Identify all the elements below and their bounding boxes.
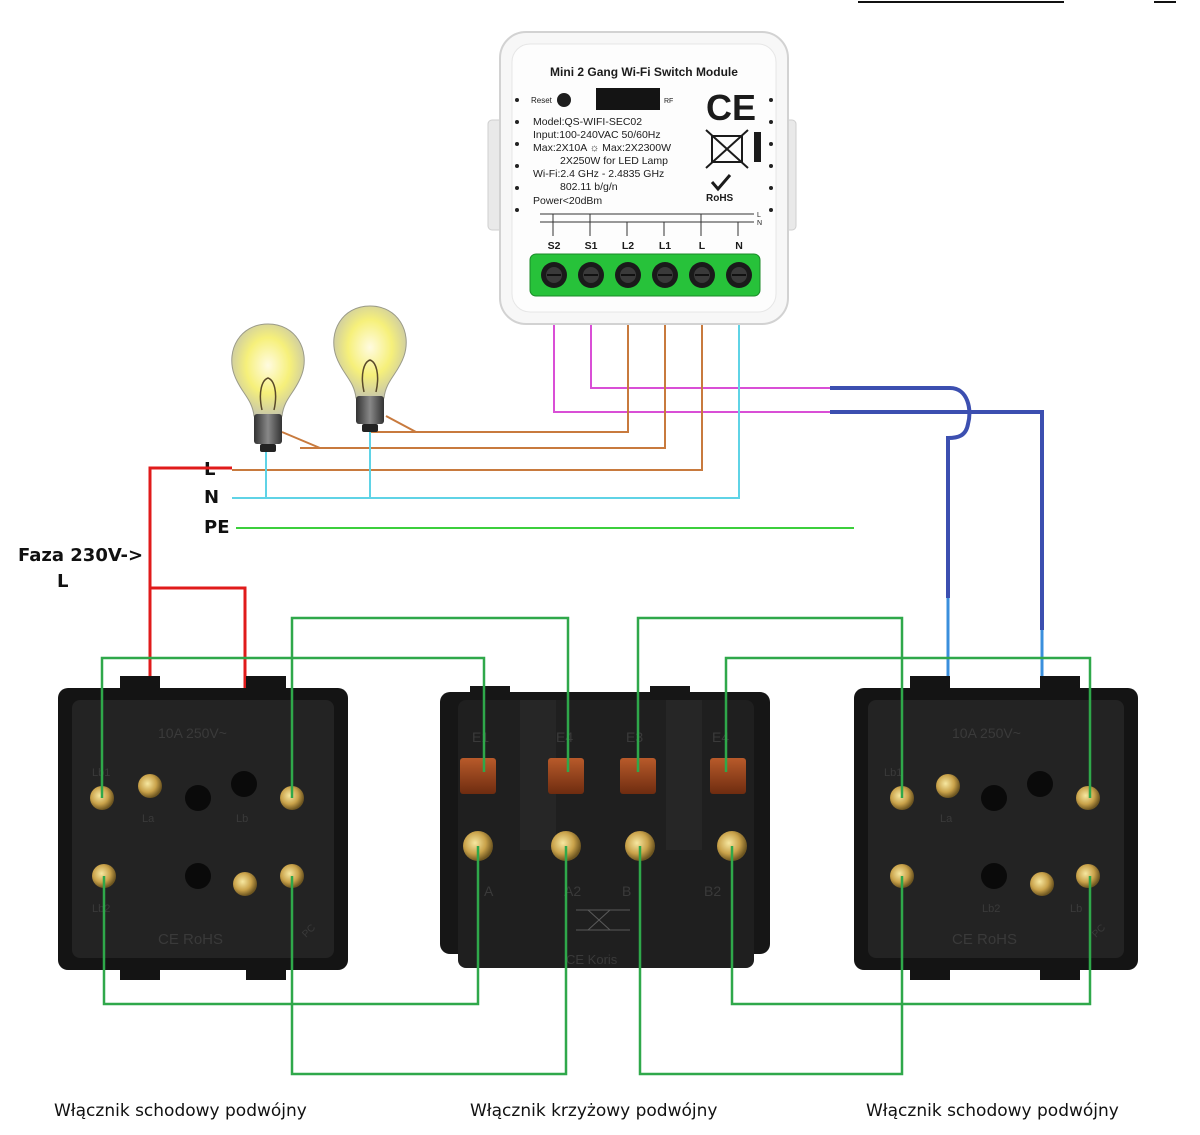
weee-bin-icon: [705, 129, 749, 169]
spec-line: Wi-Fi:2.4 GHz - 2.4835 GHz: [533, 168, 664, 180]
bottom-label: B: [622, 883, 631, 899]
staircase-switch-right: 10A 250V~ Lb1 La Lb2 Lb CE RoHS PC: [854, 676, 1138, 980]
schematic-icon: [576, 909, 630, 931]
wire-bulb2-load: [385, 415, 417, 433]
staircase-switch-left: 10A 250V~ Lb1 La Lb2 Lb CE RoHS PC: [58, 676, 348, 980]
clamp[interactable]: [460, 758, 496, 794]
terminal-label-s1: S1: [585, 240, 598, 252]
terminal-screw[interactable]: [541, 262, 567, 288]
top-label: E1: [472, 729, 489, 745]
module-dots: [515, 98, 773, 212]
rohs-check-icon: [710, 174, 732, 192]
spec-line: Power<20dBm: [533, 195, 602, 207]
hole: [981, 863, 1007, 889]
terminal-label: Lb2: [982, 903, 1000, 915]
terminal-labels: S2 S1 L2 L1 L N: [548, 240, 743, 252]
switch-footer: CE RoHS: [952, 931, 1017, 948]
screw-terminal[interactable]: [138, 774, 162, 798]
terminal-label: Lb1: [884, 767, 902, 779]
module-wires: [232, 325, 830, 499]
rf-label: RF: [664, 98, 673, 105]
clamp[interactable]: [710, 758, 746, 794]
spec-line: Model:QS-WIFI-SEC02: [533, 116, 642, 128]
terminal-label-n: N: [735, 240, 743, 252]
top-label: E4: [556, 729, 573, 745]
light-bulb-2: [333, 305, 407, 432]
spec-line: Max:2X10A ☼ Max:2X2300W: [533, 142, 671, 154]
hole: [185, 785, 211, 811]
terminal-screw[interactable]: [726, 262, 752, 288]
rohs-label: RoHS: [706, 193, 734, 204]
screw-terminal[interactable]: [1030, 872, 1054, 896]
caption-right-switch: Włącznik schodowy podwójny: [866, 1101, 1119, 1121]
wire-s1: [590, 325, 830, 389]
reset-button[interactable]: [557, 93, 571, 107]
module-internal-bus: [540, 213, 754, 236]
bus-label-pe: PE: [204, 517, 230, 538]
top-label: E3: [626, 729, 643, 745]
terminal-label: Lb: [1070, 903, 1082, 915]
rf-window: [596, 88, 660, 110]
terminal-label-l1: L1: [659, 240, 671, 252]
bus-label-n: N: [204, 487, 219, 508]
wire-bulb1-load: [281, 431, 321, 449]
ce-mark: CE: [706, 87, 756, 128]
wire-l: [232, 325, 703, 471]
terminal-label: La: [940, 813, 953, 825]
switch-rating: 10A 250V~: [952, 725, 1021, 741]
hole: [981, 785, 1007, 811]
terminal-label-s2: S2: [548, 240, 561, 252]
hole: [1027, 771, 1053, 797]
terminal-label-l: L: [699, 240, 706, 252]
phase-label-line2: L: [57, 571, 68, 592]
switch-footer: CE RoHS: [158, 931, 223, 948]
wire-l2: [370, 325, 629, 433]
screw-terminal[interactable]: [233, 872, 257, 896]
light-bulb-1: [231, 323, 305, 452]
terminal-label: Lb2: [92, 903, 110, 915]
caption-center-switch: Włącznik krzyżowy podwójny: [470, 1101, 717, 1121]
spec-line: 2X250W for LED Lamp: [560, 155, 668, 167]
wifi-switch-module: Mini 2 Gang Wi-Fi Switch Module Reset RF…: [487, 31, 797, 325]
clamp[interactable]: [620, 758, 656, 794]
wire-l1: [300, 325, 666, 449]
reset-label: Reset: [531, 96, 553, 105]
wire-s2: [553, 325, 830, 413]
caption-left-switch: Włącznik schodowy podwójny: [54, 1101, 307, 1121]
screw-terminal[interactable]: [936, 774, 960, 798]
screw-terminal[interactable]: [1076, 786, 1100, 810]
module-bus-mark: L: [757, 212, 761, 219]
terminal-screw[interactable]: [578, 262, 604, 288]
terminal-screws: [541, 262, 752, 288]
bottom-label: A2: [564, 883, 581, 899]
switch-rating: 10A 250V~: [158, 725, 227, 741]
cross-switch-center: E1 E4 E3 E4 A A2 B B2 CE Koris: [440, 686, 770, 968]
hole: [231, 771, 257, 797]
terminal-screw[interactable]: [652, 262, 678, 288]
blue-wires: [830, 386, 1044, 630]
spec-line: Input:100-240VAC 50/60Hz: [533, 129, 661, 141]
terminal-screw[interactable]: [615, 262, 641, 288]
bottom-label: B2: [704, 883, 721, 899]
wire-n: [232, 325, 740, 499]
clamp[interactable]: [548, 758, 584, 794]
terminal-label: La: [142, 813, 155, 825]
module-title: Mini 2 Gang Wi-Fi Switch Module: [550, 65, 738, 79]
module-spec-block: Model:QS-WIFI-SEC02 Input:100-240VAC 50/…: [533, 116, 671, 207]
bar-mark: [754, 132, 761, 162]
spec-line: 802.11 b/g/n: [560, 181, 618, 193]
switch-footer: CE Koris: [566, 952, 618, 967]
terminal-label-l2: L2: [622, 240, 634, 252]
traveller-wires: [100, 616, 1092, 1076]
hole: [185, 863, 211, 889]
terminal-screw[interactable]: [689, 262, 715, 288]
bottom-label: A: [484, 883, 494, 899]
terminal-label: Lb: [236, 813, 248, 825]
module-bus-mark: N: [757, 220, 762, 227]
phase-label-line1: Faza 230V->: [18, 545, 143, 566]
screw-terminal[interactable]: [1076, 864, 1100, 888]
